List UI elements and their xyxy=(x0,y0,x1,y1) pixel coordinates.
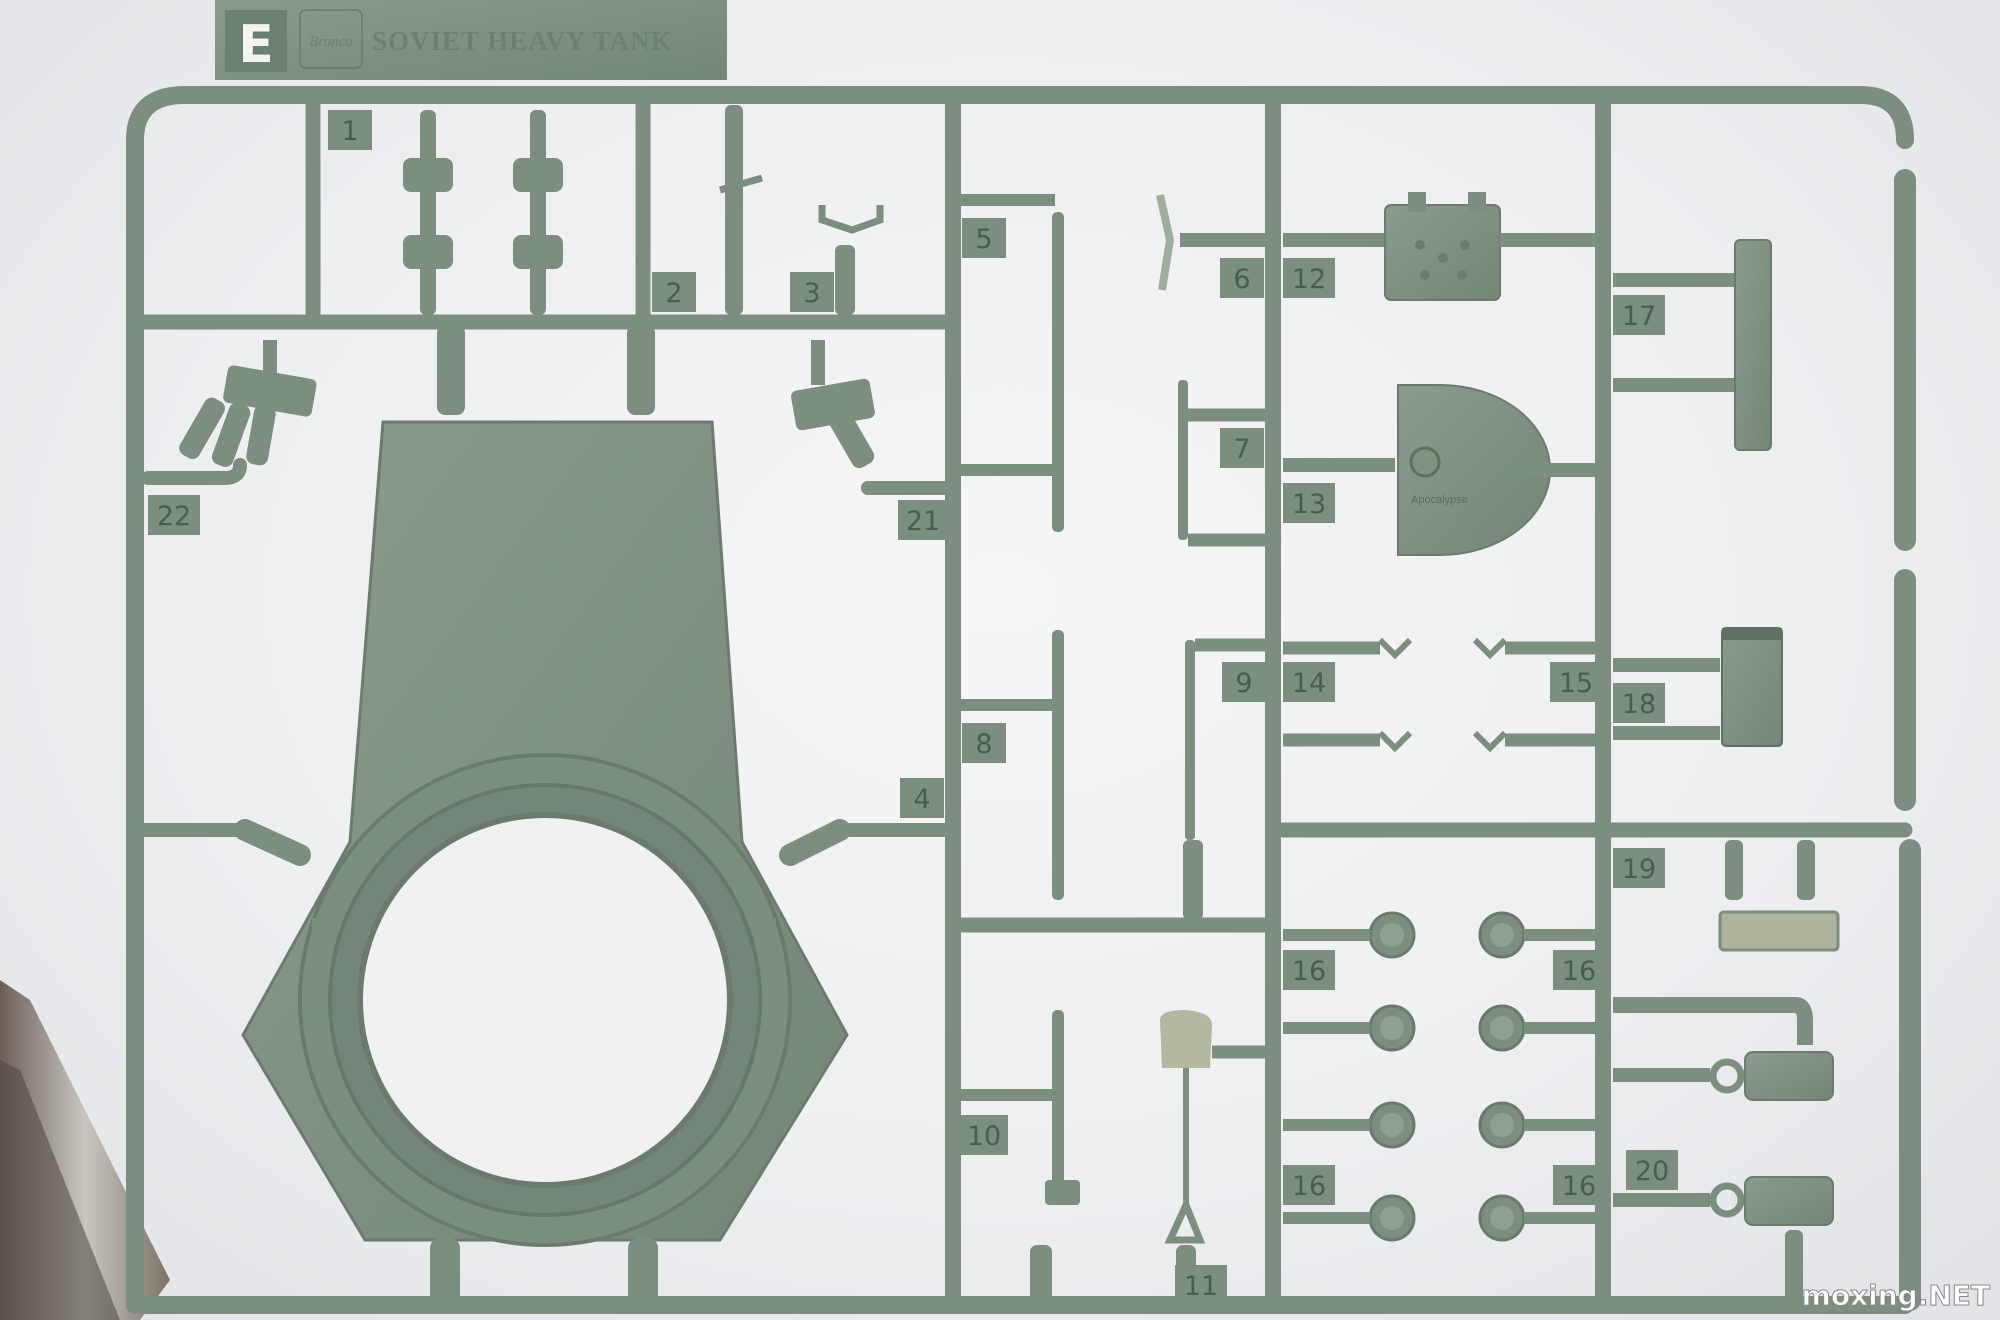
watermark: moxing.NET xyxy=(1802,1279,1990,1312)
part-number-20: 20 xyxy=(1626,1150,1678,1190)
part-number-5: 5 xyxy=(962,218,1006,258)
svg-text:20: 20 xyxy=(1635,1156,1669,1187)
svg-text:5: 5 xyxy=(975,224,992,255)
svg-text:18: 18 xyxy=(1622,689,1656,720)
embossed-text: Apocalypse xyxy=(1411,494,1468,506)
sprue-tag: E Bronco SOVIET HEAVY TANK xyxy=(215,0,727,80)
svg-text:16: 16 xyxy=(1292,956,1326,987)
part-number-3: 3 xyxy=(790,272,834,312)
right-column-parts xyxy=(1613,239,1840,1302)
svg-text:12: 12 xyxy=(1292,264,1326,295)
svg-text:16: 16 xyxy=(1562,956,1596,987)
part-number-10: 10 xyxy=(960,1115,1008,1155)
svg-text:4: 4 xyxy=(913,784,930,815)
part-number-7: 7 xyxy=(1220,428,1264,468)
svg-text:8: 8 xyxy=(975,729,992,760)
small-tool-parts xyxy=(1156,194,1270,1302)
periscope-parts xyxy=(179,340,875,469)
svg-text:13: 13 xyxy=(1292,489,1326,520)
sprue-letter: E xyxy=(238,15,274,75)
part-number-21: 21 xyxy=(898,500,948,540)
svg-text:6: 6 xyxy=(1233,264,1250,295)
svg-text:19: 19 xyxy=(1622,854,1656,885)
part-number-6: 6 xyxy=(1220,258,1264,298)
turret-plate-part xyxy=(234,325,851,1305)
part-number-16: 16 xyxy=(1553,950,1605,990)
part-number-9: 9 xyxy=(1222,662,1266,702)
part-number-16: 16 xyxy=(1283,1165,1335,1205)
sprue-frame xyxy=(126,86,1921,1314)
svg-text:21: 21 xyxy=(906,506,940,537)
svg-text:10: 10 xyxy=(967,1121,1001,1152)
part-number-16: 16 xyxy=(1283,950,1335,990)
part-number-19: 19 xyxy=(1613,848,1665,888)
hatch-parts: Apocalypse xyxy=(1283,192,1595,753)
part-number-1: 1 xyxy=(328,110,372,150)
part-number-18: 18 xyxy=(1613,683,1665,723)
svg-text:9: 9 xyxy=(1235,668,1252,699)
svg-text:14: 14 xyxy=(1292,668,1326,699)
brand-logo: Bronco xyxy=(309,34,353,50)
part-number-2: 2 xyxy=(652,272,696,312)
part-number-14: 14 xyxy=(1283,662,1335,702)
svg-text:11: 11 xyxy=(1184,1271,1218,1302)
svg-text:16: 16 xyxy=(1562,1171,1596,1202)
rod-parts xyxy=(958,194,1080,1302)
svg-text:7: 7 xyxy=(1233,434,1250,465)
svg-text:16: 16 xyxy=(1292,1171,1326,1202)
metal-tool-corner xyxy=(0,980,170,1320)
part-numbers: 1 2 3 4 5 6 7 8 9 10 11 12 13 14 15 16 1… xyxy=(148,110,1678,1305)
part-number-17: 17 xyxy=(1613,295,1665,335)
svg-text:1: 1 xyxy=(341,116,358,147)
road-wheel-parts xyxy=(403,105,884,315)
part-number-12: 12 xyxy=(1283,258,1335,298)
part-number-15: 15 xyxy=(1550,662,1602,702)
part-number-11: 11 xyxy=(1175,1265,1227,1305)
svg-text:22: 22 xyxy=(157,501,191,532)
svg-text:17: 17 xyxy=(1622,301,1656,332)
svg-text:3: 3 xyxy=(803,278,820,309)
part-number-8: 8 xyxy=(962,723,1006,763)
svg-text:15: 15 xyxy=(1559,668,1593,699)
part-number-16: 16 xyxy=(1553,1165,1605,1205)
part-number-22: 22 xyxy=(148,495,200,535)
part-number-4: 4 xyxy=(900,778,944,818)
sprue-title: SOVIET HEAVY TANK xyxy=(372,26,673,56)
disc-parts xyxy=(1283,911,1595,1242)
part-number-13: 13 xyxy=(1283,483,1335,523)
svg-text:2: 2 xyxy=(665,278,682,309)
